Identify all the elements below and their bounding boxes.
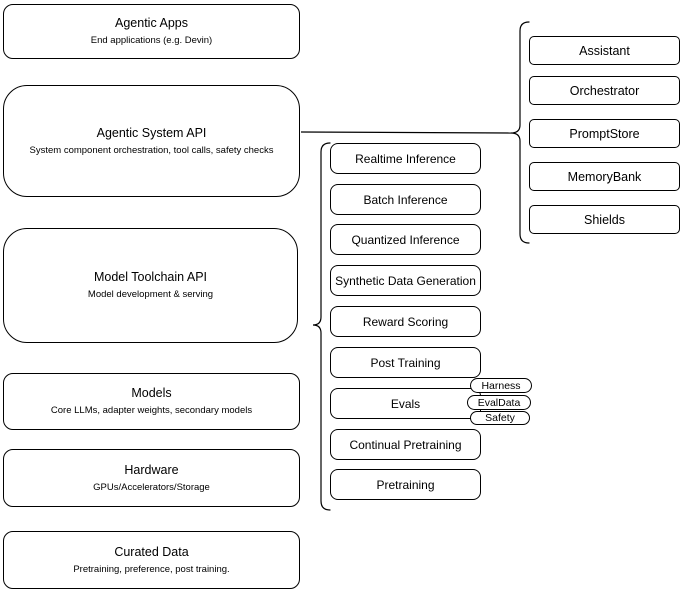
node-subtitle: Pretraining, preference, post training. — [73, 563, 230, 575]
node-subtitle: End applications (e.g. Devin) — [90, 35, 213, 46]
node-agentic-apps: Agentic Apps End applications (e.g. Devi… — [3, 4, 300, 59]
node-pretraining: Pretraining — [330, 469, 481, 500]
node-title: Agentic Apps — [115, 16, 188, 30]
node-synthetic-data-generation: Synthetic Data Generation — [330, 265, 481, 296]
node-shields: Shields — [529, 205, 680, 234]
middle-column-brace — [312, 142, 331, 511]
node-subtitle: Core LLMs, adapter weights, secondary mo… — [50, 405, 253, 416]
node-label: Continual Pretraining — [349, 437, 462, 452]
node-label: Pretraining — [376, 477, 435, 492]
node-continual-pretraining: Continual Pretraining — [330, 429, 481, 460]
node-agentic-system-api: Agentic System API System component orch… — [3, 85, 300, 197]
node-label: Orchestrator — [569, 83, 640, 98]
node-label: Batch Inference — [363, 192, 448, 207]
node-title: Model Toolchain API — [93, 270, 208, 284]
node-memorybank: MemoryBank — [529, 162, 680, 191]
node-assistant: Assistant — [529, 36, 680, 65]
badge-evaldata: EvalData — [467, 395, 531, 410]
node-label: Quantized Inference — [351, 232, 460, 247]
node-evals: Evals — [330, 388, 481, 419]
node-title: Curated Data — [114, 544, 189, 559]
node-label: MemoryBank — [567, 169, 642, 184]
node-reward-scoring: Reward Scoring — [330, 306, 481, 337]
right-column-brace — [510, 21, 530, 244]
node-label: PromptStore — [569, 126, 640, 141]
node-label: Evals — [390, 396, 421, 411]
badge-label: Harness — [481, 379, 521, 392]
node-quantized-inference: Quantized Inference — [330, 224, 481, 255]
node-subtitle: Model development & serving — [87, 289, 214, 300]
node-model-toolchain-api: Model Toolchain API Model development & … — [3, 228, 298, 343]
badge-label: Safety — [485, 412, 515, 424]
node-curated-data: Curated Data Pretraining, preference, po… — [3, 531, 300, 589]
node-label: Realtime Inference — [355, 151, 456, 166]
node-post-training: Post Training — [330, 347, 481, 378]
node-subtitle: GPUs/Accelerators/Storage — [93, 481, 210, 493]
node-hardware: Hardware GPUs/Accelerators/Storage — [3, 449, 300, 507]
badge-harness: Harness — [470, 378, 532, 393]
node-models: Models Core LLMs, adapter weights, secon… — [3, 373, 300, 430]
node-title: Agentic System API — [96, 125, 207, 140]
node-label: Reward Scoring — [362, 314, 449, 329]
node-orchestrator: Orchestrator — [529, 76, 680, 105]
node-title: Models — [131, 386, 172, 400]
node-title: Hardware — [124, 462, 179, 477]
node-batch-inference: Batch Inference — [330, 184, 481, 215]
node-label: Assistant — [579, 43, 630, 58]
node-subtitle: System component orchestration, tool cal… — [29, 144, 274, 156]
badge-label: EvalData — [477, 396, 521, 409]
node-label: Synthetic Data Generation — [335, 273, 476, 288]
node-label: Shields — [584, 212, 625, 227]
node-realtime-inference: Realtime Inference — [330, 143, 481, 174]
node-label: Post Training — [370, 355, 441, 370]
badge-safety: Safety — [470, 411, 530, 425]
connector-agentic-system-api-to-right-brace — [300, 131, 512, 134]
node-promptstore: PromptStore — [529, 119, 680, 148]
